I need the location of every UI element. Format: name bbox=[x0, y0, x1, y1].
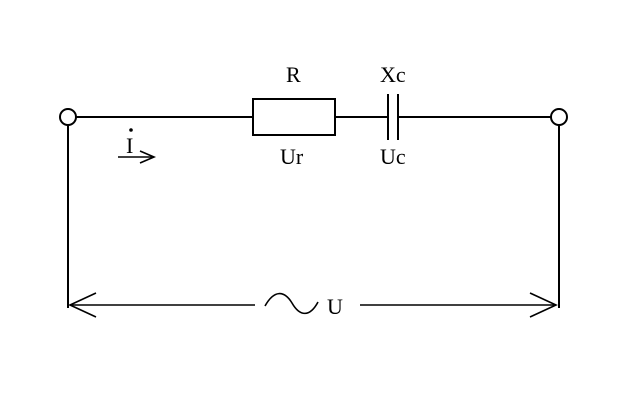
capacitor-label: Xc bbox=[380, 62, 406, 87]
ac-sine-icon bbox=[264, 292, 319, 315]
current-arrowhead bbox=[139, 150, 157, 164]
resistor-label: R bbox=[286, 62, 301, 87]
terminal-right bbox=[550, 108, 568, 126]
arrowhead-left bbox=[68, 292, 97, 318]
arrowhead-right bbox=[529, 292, 558, 318]
resistor-voltage-label: Ur bbox=[280, 144, 304, 169]
source-voltage-label: U bbox=[327, 294, 343, 319]
resistor bbox=[252, 98, 336, 136]
terminal-left bbox=[59, 108, 77, 126]
current-phasor-dot bbox=[129, 128, 133, 132]
current-label: I bbox=[126, 133, 133, 158]
capacitor-voltage-label: Uc bbox=[380, 144, 406, 169]
